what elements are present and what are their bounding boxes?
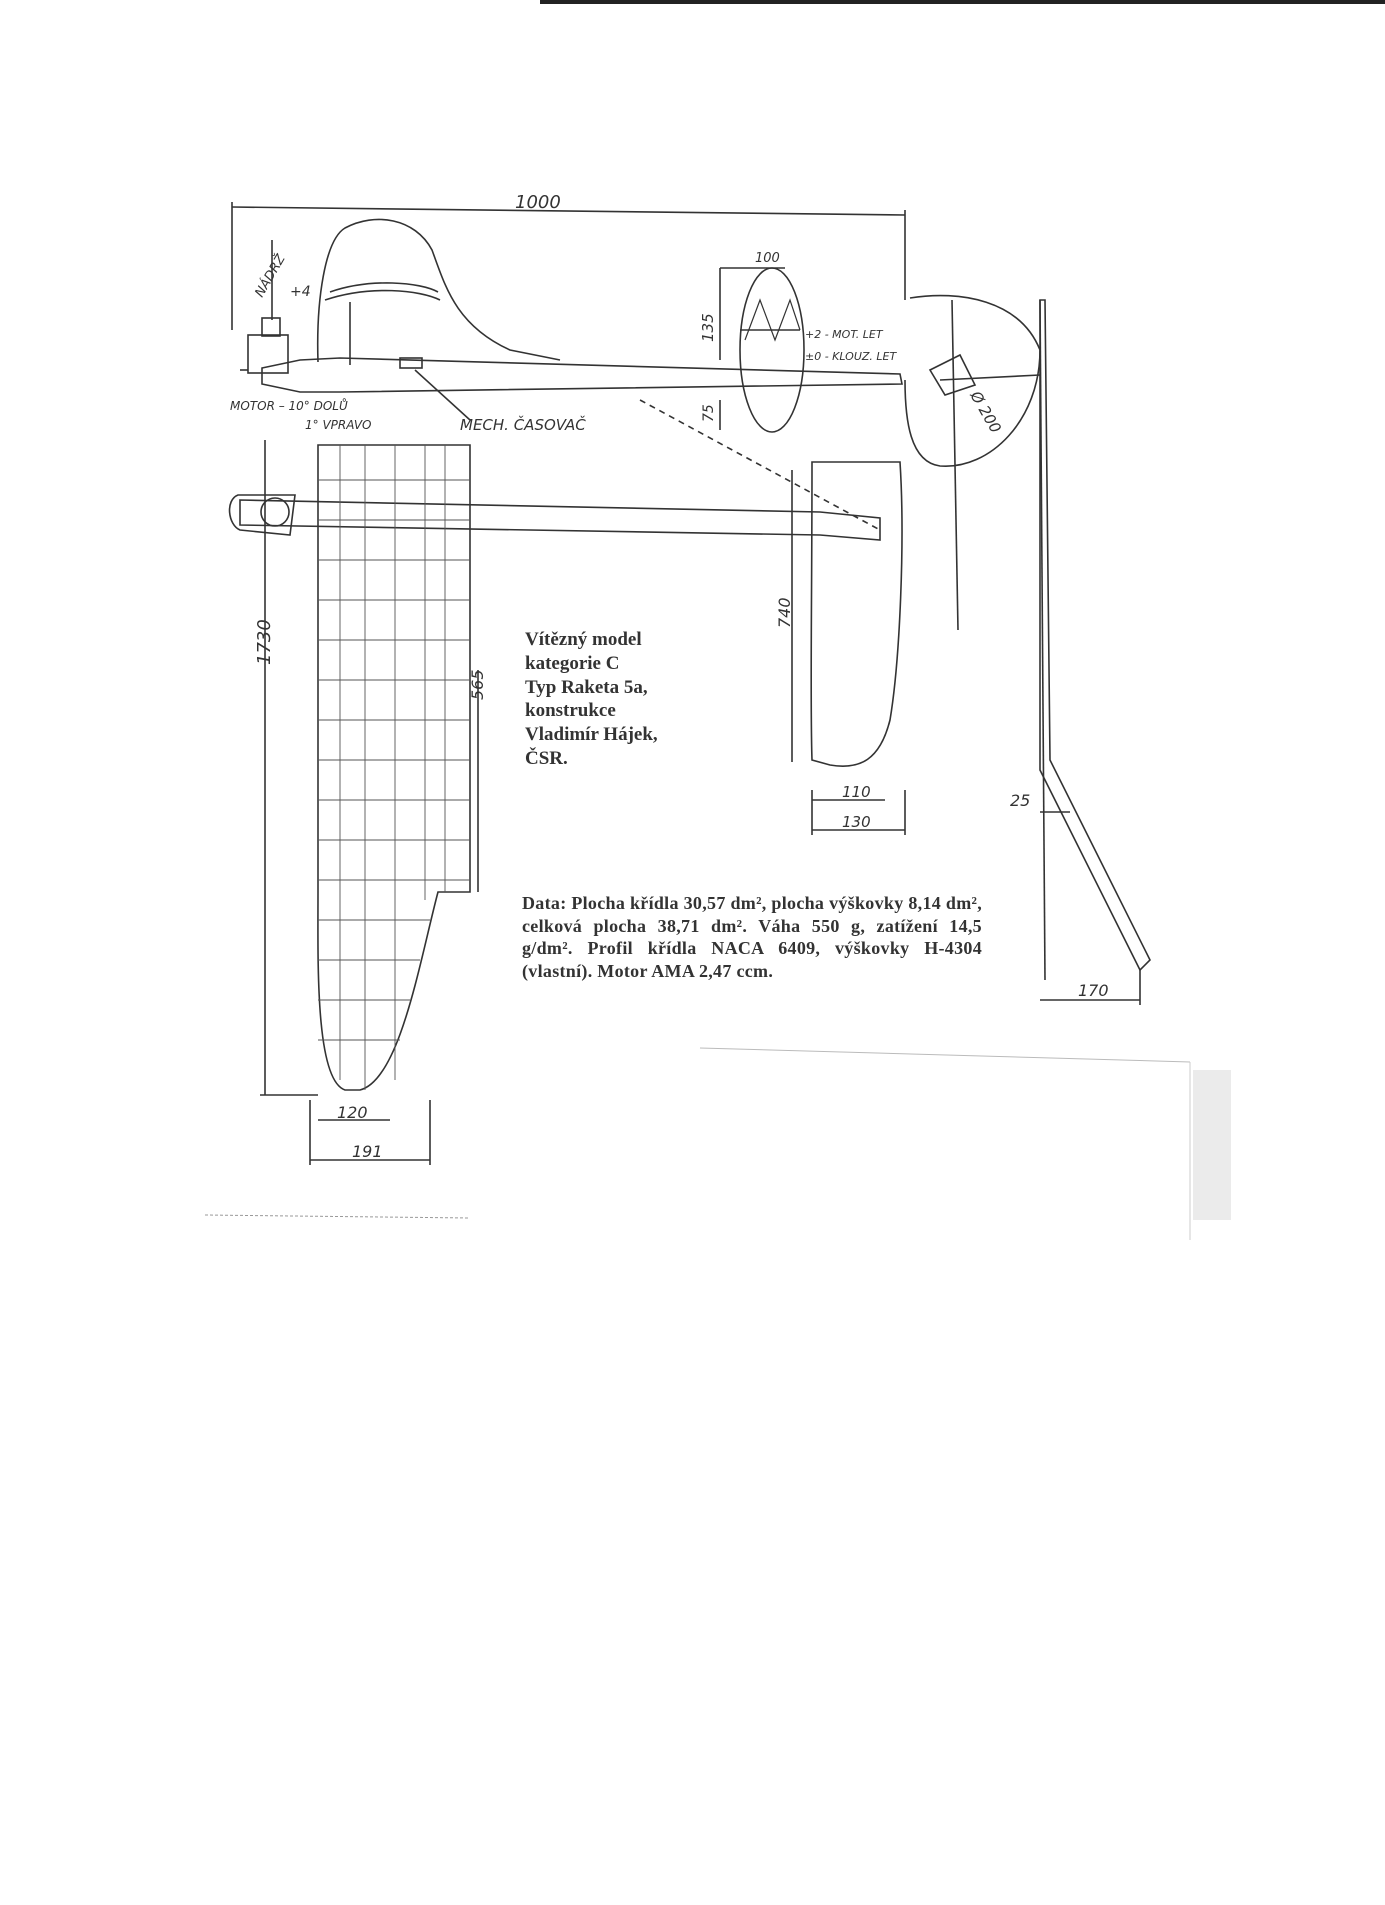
scan-noise bbox=[1193, 1070, 1231, 1220]
wing-pylon bbox=[316, 218, 561, 363]
dim-wing-center: 565 bbox=[468, 669, 487, 700]
dim-rudder-width: 100 bbox=[755, 251, 780, 266]
wing-plan bbox=[317, 444, 471, 1091]
dim-span: 1000 bbox=[515, 192, 561, 213]
dim-prop: Ø 200 bbox=[966, 387, 1005, 436]
title-line: Vladimír Hájek, bbox=[525, 724, 658, 745]
stabilizer-plan bbox=[810, 461, 903, 767]
dim-stab-tip: 110 bbox=[842, 783, 871, 801]
label-tank: NÁDRŽ bbox=[252, 251, 290, 300]
dim-wing-tip-chord: 120 bbox=[337, 1103, 368, 1122]
engine-side bbox=[247, 334, 289, 374]
propeller-front-view bbox=[904, 294, 1041, 631]
dim-wing-span: 1730 bbox=[254, 619, 275, 665]
label-motor-flight: +2 - MOT. LET bbox=[805, 328, 884, 341]
dim-stab-span: 740 bbox=[775, 597, 794, 628]
scan-rule bbox=[204, 1214, 471, 1219]
label-glide: ±0 - KLOUZ. LET bbox=[805, 350, 897, 363]
label-motor-angle-2: 1° VPRAVO bbox=[305, 418, 372, 432]
dim-dihedral: 25 bbox=[1010, 791, 1030, 810]
fuselage-top bbox=[239, 499, 881, 541]
fuselage-side bbox=[261, 357, 903, 393]
wing-half-front bbox=[1039, 299, 1151, 972]
front-view-dihedral bbox=[1039, 299, 1151, 1005]
rudder-side bbox=[739, 267, 805, 433]
label-motor-angle: MOTOR – 10° DOLŮ bbox=[230, 398, 348, 413]
dim-dihedral-base: 170 bbox=[1078, 981, 1109, 1000]
top-view bbox=[228, 440, 906, 1165]
paste-edge bbox=[699, 1047, 1191, 1063]
title-line: kategorie C bbox=[525, 652, 620, 674]
title-block: Vítězný model kategorie C Typ Raketa 5a,… bbox=[525, 628, 725, 771]
dim-wing-root-chord: 191 bbox=[352, 1142, 383, 1161]
label-tank-angle: +4 bbox=[290, 284, 311, 300]
title-line: Typ Raketa 5a, bbox=[525, 676, 648, 698]
timer-box bbox=[399, 357, 423, 369]
technical-data: Data: Plocha křídla 30,57 dm², plocha vý… bbox=[522, 893, 982, 981]
dim-rudder-height: 135 bbox=[699, 313, 717, 342]
title-line: Vítězný model bbox=[525, 629, 642, 650]
title-line: ČSR. bbox=[525, 747, 568, 769]
title-line: konstrukce bbox=[525, 700, 616, 722]
dim-rudder-lower: 75 bbox=[701, 404, 717, 422]
label-timer: MECH. ČASOVAČ bbox=[460, 415, 586, 434]
side-view bbox=[231, 202, 906, 531]
dim-stab-root: 130 bbox=[842, 813, 871, 831]
